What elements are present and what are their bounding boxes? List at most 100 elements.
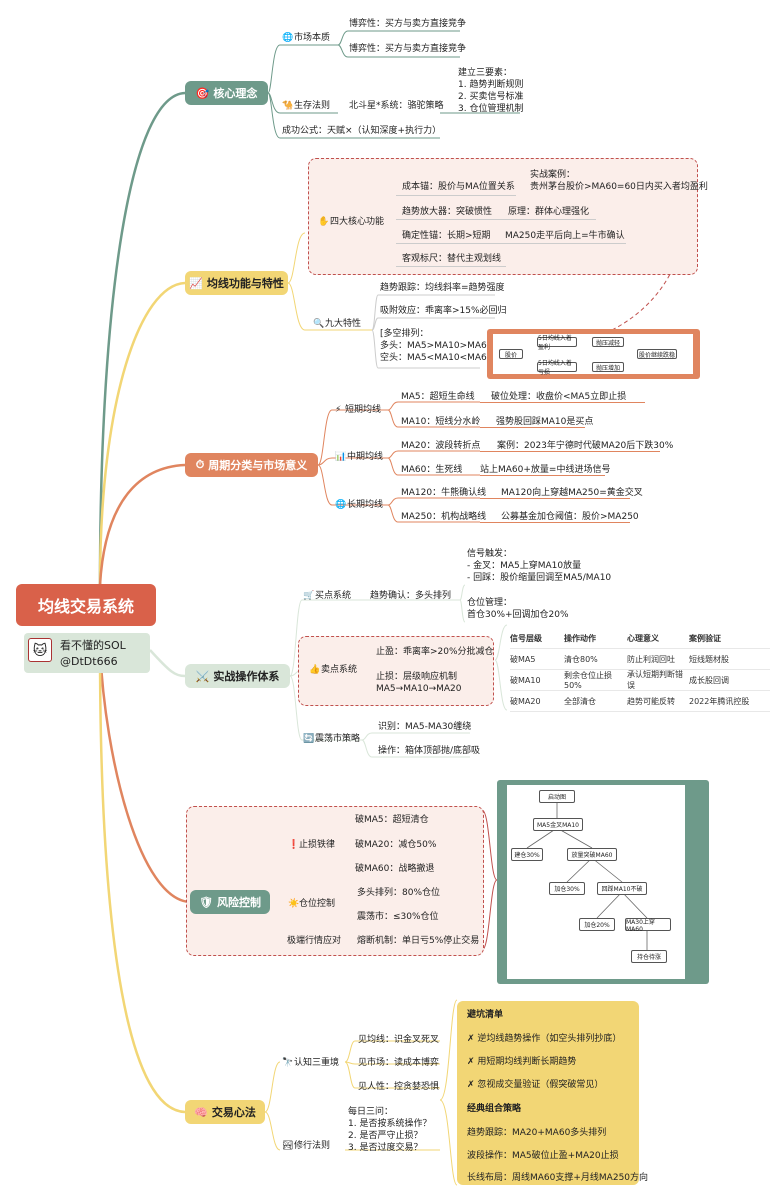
trend-confirm-text: 趋势确认：多头排列 [370,591,452,601]
branch-risk[interactable]: 🛡 风险控制 [190,890,270,914]
flow-node: 持仓待涨 [631,950,667,963]
card-title: 经典组合策略 [467,1104,522,1114]
formula-text: 成功公式：天赋×（认知深度+执行力） [282,126,442,136]
combo-item: 波段操作：MA5破位止盈+MA20止损 [467,1151,619,1161]
flow-node: 抛压减轻 [592,337,624,347]
bull-bear-text: [多空排列： 多头：MA5>MA10>MA60 空头：MA5<MA10<MA60… [380,329,496,363]
pit-item: ✗ 用短期均线判断长期趋势 [467,1057,577,1067]
table-header: 信号层级 [510,633,542,643]
avatar: 🐱 [28,638,52,662]
trend-follow-text: 趋势跟踪：均线斜率=趋势强度 [380,283,505,293]
flow-node: 股价继续跌稳 [637,349,677,359]
branch-operations[interactable]: ⚔️ 实战操作体系 [185,664,290,688]
ma20-text: MA20：波段转折点 [401,441,481,451]
brain-icon: 🧠 [194,1105,208,1119]
ma60-text: MA60：生死线 [401,465,463,475]
target-icon: 🎯 [195,86,210,100]
landscape-icon: 🏞 [282,1141,294,1151]
cart-icon: 🛒 [303,591,315,601]
ma5-break-text: 破位处理：收盘价<MA5立即止损 [491,392,627,402]
flow-node: 放量突破MA60 [567,848,617,861]
four-functions-group [308,158,698,275]
flow-node: 加仓30% [549,882,585,895]
flow-node: 启动图 [539,790,575,803]
flow-node: 抛压增加 [592,362,624,372]
ma120-cross-text: MA120向上穿越MA250=黄金交叉 [501,488,643,498]
card-title: 避坑清单 [467,1010,504,1020]
certainty-text: 确定性锚：长期>短期 [402,231,491,241]
range-position-text: 震荡市：≤30%仓位 [357,912,439,922]
principle-text: 原理：群体心理强化 [508,207,590,217]
ma250-up-text: MA250走平后向上=牛市确认 [505,231,625,241]
branch-ma-function[interactable]: 📈 均线功能与特性 [185,271,288,295]
pit-item: ✗ 忽视成交量验证（假突破常见） [467,1080,604,1090]
nine-features-label: 九大特性 [325,319,362,329]
pit-item: ✗ 逆均线趋势操作（如空头排列抄底） [467,1034,622,1044]
fuse-text: 熔断机制：单日亏5%停止交易 [357,936,480,946]
table-row: 破MA10 剩余仓位止损50% 承认短期判断错误 成长股回调 [510,670,770,691]
author-name: 看不懂的SOL [60,639,126,652]
ma250-text: MA250：机构战略线 [401,512,487,522]
bull-position-text: 多头排列：80%仓位 [357,888,441,898]
risk-ma5-text: 破MA5：超短清仓 [355,815,429,825]
branch-psychology-label: 交易心法 [211,1106,256,1119]
game-text-1: 博弈性：买方与卖方直接竞争 [349,19,467,29]
amplifier-text: 趋势放大器：突破惯性 [402,207,493,217]
sell-system-label: 卖点系统 [321,665,358,675]
flow-node: 建仓30% [511,848,543,861]
thumb-icon: 👍 [309,665,321,675]
short-ma-label: 短期均线 [345,405,382,415]
risk-flowchart-image: 启动图 MA5金叉MA10 建仓30% 放量突破MA60 加仓30% 回踩MA1… [497,780,709,984]
refresh-icon: 🔄 [303,734,315,744]
operate-text: 操作：箱体顶部抛/底部吸 [378,746,481,756]
ma120-text: MA120：牛熊确认线 [401,488,487,498]
practice-label: 修行法则 [294,1141,331,1151]
table-row: 破MA20 全部清仓 趋势可能反转 2022年腾讯控股 [510,691,770,712]
combo-item: 趋势跟踪：MA20+MA60多头排列 [467,1128,607,1138]
flow-node: 股价 [499,349,523,359]
game-text-2: 博弈性：买方与卖方直接竞争 [349,44,467,54]
stop-loss-text: 止损：层级响应机制 MA5→MA10→MA20 [376,672,462,694]
shield-icon: 🛡 [199,895,213,909]
attach-effect-text: 吸附效应：乖离率>15%必回归 [380,306,507,316]
flow-node: 5日均线入着盈利 [537,335,577,351]
branch-core-label: 核心理念 [213,87,258,100]
root-title: 均线交易系统 [37,597,134,616]
see-ma-text: 见均线：识金叉死叉 [358,1035,440,1045]
flow-node: 5日均线入着亏损 [537,360,577,376]
root-node[interactable]: 均线交易系统 [16,584,156,626]
stop-loss-rule-label: 止损铁律 [299,840,336,850]
branch-period[interactable]: ⏱ 周期分类与市场意义 [185,453,318,477]
mid-ma-label: 中期均线 [347,452,384,462]
signal-table: 信号层级 操作动作 心理意义 案例验证 破MA5 清仓80% 防止利润回吐 短线… [510,628,770,712]
market-nature-label: 市场本质 [294,33,331,43]
table-header: 案例验证 [689,633,721,643]
range-strategy-label: 震荡市策略 [315,734,361,744]
see-market-text: 见市场：读成本博弈 [358,1058,440,1068]
survival-label: 生存法则 [294,101,331,111]
maotai-case-text: 实战案例： 贵州茅台股价>MA60=60日内买入者均盈利 [530,170,708,192]
exclamation-icon: ❗ [288,840,300,850]
extreme-label: 极端行情应对 [287,936,342,946]
flow-diagram-image: 股价 5日均线入着盈利 5日均线入着亏损 抛压减轻 抛压增加 股价继续跌稳 [487,329,700,379]
flow-node: 加仓20% [579,918,615,931]
globe-icon: 🌐 [282,33,294,43]
sun-icon: ☀️ [288,899,300,909]
four-functions-label: 四大核心功能 [330,217,385,227]
daily-questions-text: 每日三问： 1. 是否按系统操作？ 2. 是否严守止损？ 3. 是否过度交易？ [348,1107,432,1153]
author-card: 🐱 看不懂的SOL @DtDt666 [24,633,150,673]
magnifier-icon: 🔍 [313,319,325,329]
branch-risk-label: 风险控制 [216,896,261,909]
table-header: 心理意义 [627,633,659,643]
globe-icon: 🌐 [335,500,347,510]
ma10-strong-text: 强势股回踩MA10是买点 [496,417,594,427]
flow-node: 回踩MA10不破 [597,882,647,895]
chart-up-icon: 📈 [189,276,203,290]
risk-group [186,806,484,956]
risk-ma20-text: 破MA20：减仓50% [355,840,437,850]
cost-anchor-text: 成本锚：股价与MA位置关系 [402,182,515,192]
branch-core[interactable]: 🎯 核心理念 [185,81,268,105]
branch-psychology[interactable]: 🧠 交易心法 [185,1100,265,1124]
position-text: 仓位管理： 首仓30%+回调加仓20% [467,598,569,620]
